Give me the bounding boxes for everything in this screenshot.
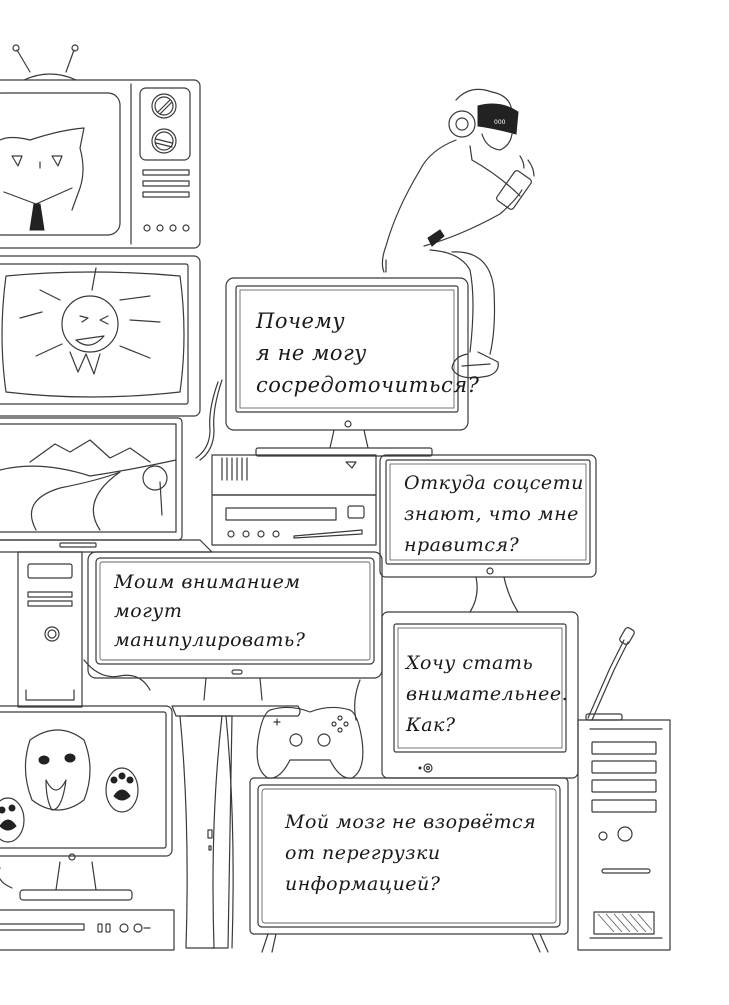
monitor-sun (0, 255, 201, 417)
laptop-landscape (0, 417, 213, 553)
tower-pc-left (17, 551, 83, 708)
tv-question-overload (249, 777, 569, 953)
dvd-player (0, 909, 175, 951)
monitor-dog (0, 705, 173, 901)
screen-text-socials: Откуда соцсети знают, что мне нравится? (404, 472, 584, 556)
monitor-question-manipulate (87, 551, 383, 701)
microphone (585, 627, 635, 721)
gamepad (256, 706, 364, 779)
tower-pc-right (577, 719, 671, 951)
screen-text-focus: Почему я не могу сосредоточиться? (256, 309, 480, 397)
screen-text-attentive: Хочу стать внимательнее. Как? (406, 652, 569, 736)
screen-text-overload: Мой мозг не взорвётся от перегрузки инфо… (285, 811, 537, 895)
headset-label: 000 (494, 119, 506, 126)
cables (0, 379, 361, 889)
monitor-question-socials (379, 454, 597, 613)
vcr-device (211, 454, 377, 546)
game-console (171, 705, 301, 949)
retro-tv-cat (0, 44, 201, 249)
screen-text-manipulate: Моим вниманием могут манипулировать? (114, 571, 306, 651)
person-vr-phone: 000 (381, 88, 535, 379)
